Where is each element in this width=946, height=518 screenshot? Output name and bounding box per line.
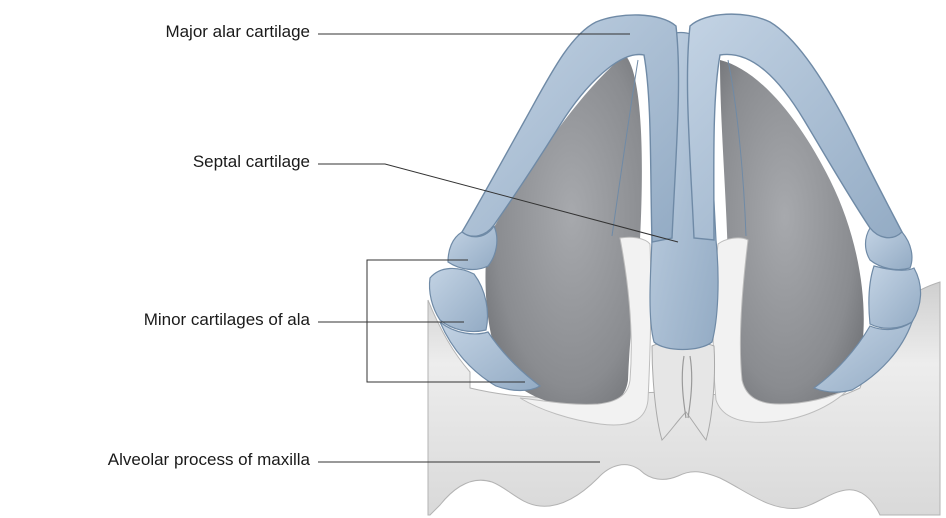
label-septal-cartilage: Septal cartilage bbox=[193, 152, 310, 172]
label-minor-cartilages-of-ala: Minor cartilages of ala bbox=[144, 310, 310, 330]
right-nasal-cavity bbox=[720, 60, 864, 408]
label-major-alar-cartilage: Major alar cartilage bbox=[165, 22, 310, 42]
minor-alar-cartilage-right-2 bbox=[869, 266, 921, 328]
label-alveolar-process: Alveolar process of maxilla bbox=[108, 450, 310, 470]
